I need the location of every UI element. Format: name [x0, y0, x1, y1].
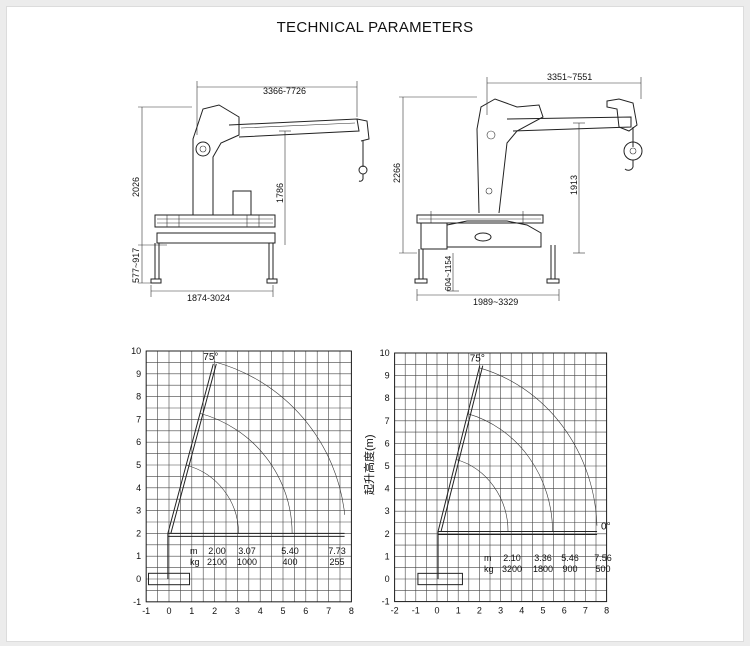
y-tick-label: -1	[382, 597, 390, 607]
y-tick-label: 7	[136, 414, 141, 424]
boom-angle-label: 75°	[470, 354, 485, 365]
x-tick-label: 3	[498, 606, 503, 616]
chart-frame	[394, 352, 608, 603]
y-axis-label: 起升高度(m)	[362, 435, 376, 496]
x-tick-label: 5	[280, 606, 285, 616]
boom-75	[437, 365, 481, 532]
rear-view-drawing: 3351~7551 2266 1913 604~1154 1989~3329	[392, 72, 643, 307]
y-tick-label: 9	[385, 371, 390, 381]
load-point-radius: 5.46	[561, 553, 579, 563]
reach-arc	[456, 459, 509, 532]
boom-angle-label: 75°	[203, 352, 218, 363]
x-tick-label: 2	[212, 606, 217, 616]
side-dim-column-height: 1786	[275, 183, 285, 203]
x-tick-label: 1	[189, 606, 194, 616]
load-point-capacity: 900	[562, 564, 577, 574]
x-tick-label: 7	[326, 606, 331, 616]
load-point-radius: 2.10	[503, 553, 521, 563]
y-tick-label: 3	[136, 506, 141, 516]
crane-base	[417, 572, 463, 586]
load-point-capacity: 400	[282, 557, 297, 567]
x-tick-label: 4	[519, 606, 524, 616]
chart-frame	[145, 350, 352, 603]
rear-dim-outrigger-span: 1989~3329	[473, 297, 518, 307]
kg-label: kg	[484, 564, 494, 574]
x-tick-label: 0	[166, 606, 171, 616]
reach-arc	[467, 413, 553, 532]
x-tick-label: -2	[391, 606, 399, 616]
y-tick-label: 2	[385, 529, 390, 539]
x-tick-label: 6	[562, 606, 567, 616]
sheet: TECHNICAL PARAMETERS 3366-7726 2026 577~…	[6, 6, 744, 642]
load-point-capacity: 500	[595, 564, 610, 574]
side-dim-boom-reach: 3366-7726	[263, 86, 306, 96]
y-tick-label: 7	[385, 416, 390, 426]
y-tick-label: 4	[136, 483, 141, 493]
y-tick-label: 0	[136, 574, 141, 584]
kg-label: kg	[190, 557, 200, 567]
rear-dim-column-height: 1913	[569, 175, 579, 195]
x-tick-label: 2	[477, 606, 482, 616]
boom-75	[167, 363, 214, 534]
y-tick-label: 4	[385, 484, 390, 494]
rear-dim-leg-extension: 604~1154	[444, 255, 453, 291]
x-tick-label: 8	[349, 606, 354, 616]
rear-dim-boom-reach: 3351~7551	[547, 72, 592, 82]
drawing-canvas: 3366-7726 2026 577~917 1786 1874-3024	[131, 72, 643, 616]
y-tick-label: 2	[136, 528, 141, 538]
x-tick-label: -1	[142, 606, 150, 616]
reach-arc	[479, 367, 598, 526]
side-dim-height: 2026	[131, 177, 141, 197]
load-point-radius: 5.40	[281, 546, 299, 556]
reach-arc	[199, 413, 293, 534]
load-point-capacity: 1800	[533, 564, 553, 574]
x-tick-label: 1	[456, 606, 461, 616]
load-point-radius: 3.07	[238, 546, 256, 556]
reach-arc	[213, 361, 346, 515]
rear-dim-height: 2266	[392, 163, 402, 183]
y-tick-label: 10	[131, 346, 141, 356]
load-point-capacity: 255	[329, 557, 344, 567]
x-tick-label: 7	[583, 606, 588, 616]
load-point-radius: 7.73	[328, 546, 346, 556]
load-point-radius: 3.36	[534, 553, 552, 563]
load-point-capacity: 3200	[502, 564, 522, 574]
side-dim-leg-extension: 577~917	[131, 248, 141, 283]
load-point-capacity: 2100	[207, 557, 227, 567]
m-label: m	[484, 553, 492, 563]
y-tick-label: -1	[133, 597, 141, 607]
side-dim-outrigger-span: 1874-3024	[187, 293, 230, 303]
load-point-radius: 7.56	[594, 553, 612, 563]
y-tick-label: 3	[385, 506, 390, 516]
y-tick-label: 6	[136, 437, 141, 447]
y-tick-label: 0	[385, 574, 390, 584]
y-tick-label: 6	[385, 438, 390, 448]
y-tick-label: 5	[385, 461, 390, 471]
y-tick-label: 5	[136, 460, 141, 470]
y-tick-label: 1	[385, 551, 390, 561]
y-tick-label: 10	[380, 348, 390, 358]
y-tick-label: 1	[136, 551, 141, 561]
x-tick-label: 8	[604, 606, 609, 616]
load-point-radius: 2.00	[208, 546, 226, 556]
x-tick-label: 5	[540, 606, 545, 616]
y-tick-label: 8	[385, 393, 390, 403]
reach-arc	[186, 464, 239, 534]
y-tick-label: 8	[136, 392, 141, 402]
x-tick-label: 3	[235, 606, 240, 616]
load-point-capacity: 1000	[237, 557, 257, 567]
m-label: m	[190, 546, 198, 556]
page-title: TECHNICAL PARAMETERS	[276, 19, 474, 36]
crane-base	[147, 572, 191, 586]
y-tick-label: 9	[136, 369, 141, 379]
x-tick-label: -1	[412, 606, 420, 616]
end-angle-label: 0°	[601, 522, 611, 533]
x-tick-label: 4	[258, 606, 263, 616]
x-tick-label: 6	[303, 606, 308, 616]
x-tick-label: 0	[434, 606, 439, 616]
side-view-drawing: 3366-7726 2026 577~917 1786 1874-3024	[131, 81, 370, 303]
